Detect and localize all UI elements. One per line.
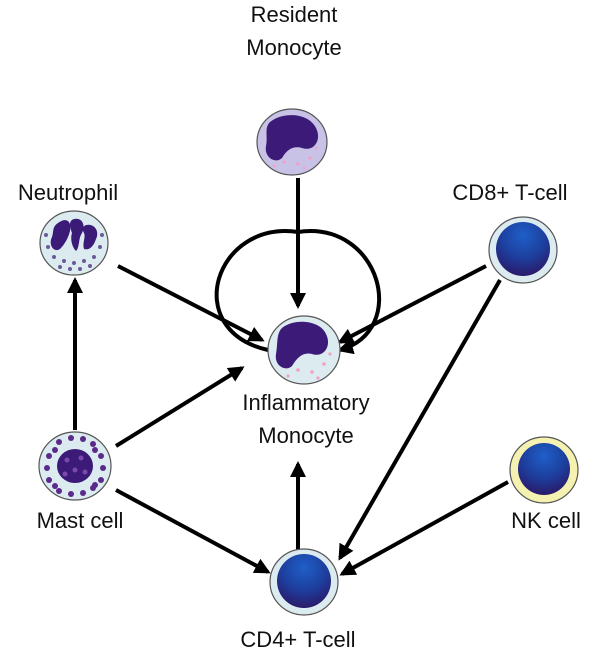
resident-monocyte-cell: [256, 108, 328, 176]
labels: Resident Monocyte Neutrophil CD8+ T-cell…: [18, 2, 581, 652]
mast-cell: [38, 431, 112, 501]
neutrophil-cell: [39, 210, 109, 276]
cd8-label: CD8+ T-cell: [452, 180, 567, 205]
t-cell-icon: [488, 216, 558, 284]
arrow-neutrophil-to-inflammatory: [117, 264, 265, 342]
cd4-t-cell: [269, 548, 339, 616]
arrow-cd8-to-cd4: [338, 279, 502, 561]
mast-cell-icon: [38, 431, 112, 501]
nk-cell: [509, 436, 579, 504]
neutrophil-label: Neutrophil: [18, 180, 118, 205]
inflammatory-label-line2: Monocyte: [258, 423, 353, 448]
cd4-label: CD4+ T-cell: [240, 627, 355, 652]
resident-label-line1: Resident: [251, 2, 338, 27]
nk-label: NK cell: [511, 508, 581, 533]
resident-label-line2: Monocyte: [246, 35, 341, 60]
nk-cell-icon: [509, 436, 579, 504]
arrow-self-loop: [214, 229, 381, 355]
monocyte-icon: [267, 315, 341, 385]
t-cell-icon: [269, 548, 339, 616]
inflammatory-label-line1: Inflammatory: [242, 390, 369, 415]
arrow-mast-to-cd4: [115, 488, 271, 574]
inflammatory-monocyte-cell: [267, 315, 341, 385]
arrow-nk-to-cd4: [339, 480, 509, 576]
mast-label: Mast cell: [37, 508, 124, 533]
arrow-mast-to-inflammatory: [114, 366, 245, 448]
monocyte-icon: [256, 108, 328, 176]
neutrophil-icon: [39, 210, 109, 276]
arrows: [67, 178, 509, 576]
cd8-t-cell: [488, 216, 558, 284]
arrow-cd8-to-inflammatory: [337, 264, 487, 344]
